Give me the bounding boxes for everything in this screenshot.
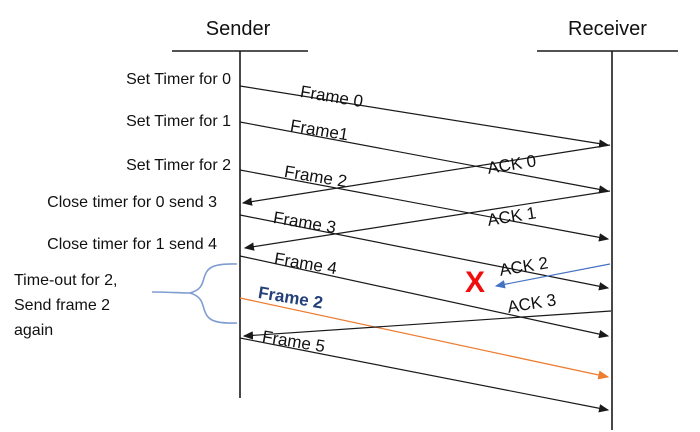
ack-3-arrow	[242, 310, 612, 340]
sender-title: Sender	[205, 18, 271, 40]
sender-event-notes: Set Timer for 0 Set Timer for 1 Set Time…	[0, 0, 233, 432]
frame-0-arrow	[239, 85, 610, 148]
frame-5-arrow	[239, 337, 610, 413]
frame-2-arrow	[239, 169, 610, 242]
timeout-note-line3: again	[14, 322, 54, 339]
note-close-timer-1: Close timer for 1 send 4	[47, 236, 217, 253]
note-set-timer-0: Set Timer for 0	[126, 71, 231, 88]
timeout-note-line1: Time-out for 2,	[14, 272, 118, 289]
note-set-timer-1: Set Timer for 1	[126, 113, 231, 130]
timeout-brace-pointer	[151, 291, 191, 294]
frame-4-arrow	[239, 255, 610, 339]
packet-loss-x-marker: X	[465, 266, 486, 299]
ack-1-arrow	[243, 190, 611, 251]
frame-1-arrow	[239, 121, 610, 194]
lost-ack-2-arrow	[494, 263, 611, 289]
timeout-note-line2: Send frame 2	[14, 297, 111, 314]
ack-0-arrow	[241, 144, 611, 206]
note-set-timer-2: Set Timer for 2	[126, 157, 231, 174]
note-close-timer-0: Close timer for 0 send 3	[47, 194, 217, 211]
timeout-note: Time-out for 2, Send frame 2 again	[14, 268, 117, 343]
receiver-title: Receiver	[568, 18, 647, 40]
frame-2-retransmit-arrow	[239, 297, 610, 380]
